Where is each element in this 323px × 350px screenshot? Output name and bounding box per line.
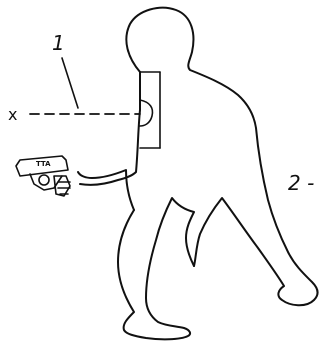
label-1-leader [62, 58, 78, 108]
label-2: 2 - [288, 171, 314, 195]
person-outline-front [118, 198, 194, 339]
person-arm [78, 170, 134, 210]
chest-target-bracket [140, 72, 160, 148]
pistol-trigger-guard [39, 175, 49, 185]
person-outline-back [126, 8, 317, 306]
hand-fingers [58, 182, 70, 194]
bracket-bulge [140, 100, 153, 126]
pistol-marking: TTA [36, 160, 51, 168]
person-arm-inner [80, 72, 140, 185]
label-x: x [8, 105, 17, 124]
pistol-grip [54, 176, 70, 196]
label-1: 1 [52, 31, 65, 55]
pistol: TTA [16, 156, 70, 196]
person-silhouette [78, 8, 318, 340]
